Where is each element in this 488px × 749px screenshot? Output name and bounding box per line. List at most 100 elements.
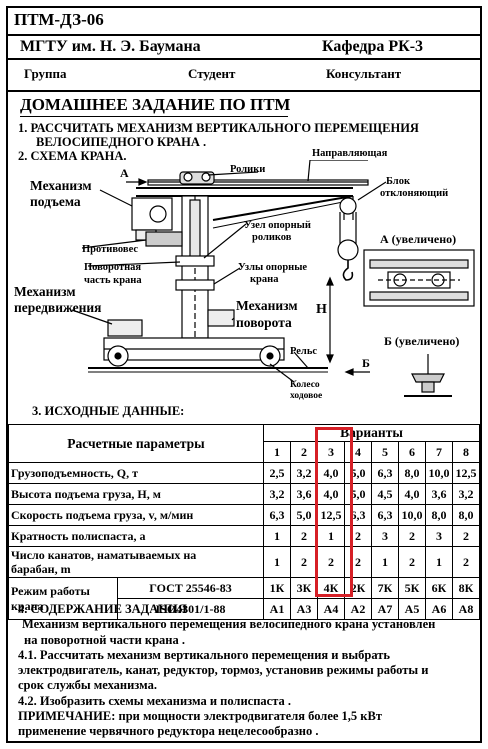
- cell-value: 8,0: [452, 504, 480, 526]
- cell-value: 2: [452, 546, 480, 578]
- cell-value: 2: [290, 546, 318, 578]
- title-underline: [20, 116, 288, 117]
- note-text: применение червячного редуктора нецелесо…: [18, 724, 319, 739]
- section-4-text: электродвигатель, канат, редуктор, тормо…: [18, 663, 429, 678]
- travel-mechanism-label: Механизм: [14, 284, 76, 299]
- section-4-text: Механизм вертикального перемещения велос…: [22, 617, 436, 632]
- cell-value: А8: [452, 598, 480, 620]
- variant-number: 6: [398, 441, 426, 463]
- view-a-label: А (увеличено): [380, 232, 457, 246]
- table-row: Грузоподъемность, Q, т 2,5 3,2 4,0 5,0 6…: [8, 462, 480, 484]
- cell-value: 6,3: [371, 462, 399, 484]
- cell-value: 5К: [398, 577, 426, 599]
- cell-value: 10,0: [425, 462, 453, 484]
- guide-label: Направляющая: [312, 148, 388, 159]
- rotation-mechanism-label-2: поворота: [236, 315, 292, 330]
- cell-value: 6,3: [371, 504, 399, 526]
- section-4-text: 4.2. Изобразить схемы механизма и полисп…: [18, 693, 291, 708]
- group-label: Группа: [24, 66, 67, 81]
- mode-label-1: Режим работы: [11, 583, 90, 598]
- cell-value: 6К: [425, 577, 453, 599]
- rollers-label: Ролики: [230, 164, 266, 175]
- section-4-text: срок службы механизма.: [18, 678, 157, 693]
- rail-label: Рельс: [290, 346, 318, 357]
- cell-value: А6: [425, 598, 453, 620]
- cell-value: 1: [425, 546, 453, 578]
- cell-value: 3,6: [425, 483, 453, 505]
- student-label: Студент: [188, 66, 236, 81]
- wheel-label: Колесо: [290, 380, 320, 390]
- note-text: ПРИМЕЧАНИЕ: при мощности электродвигател…: [18, 709, 382, 724]
- cell-value: 2,5: [263, 462, 291, 484]
- table-header-row: Расчетные параметры Варианты: [8, 424, 480, 463]
- row-label: Число канатов, наматываемых на: [11, 548, 197, 562]
- cell-value: А2: [344, 598, 372, 620]
- cell-value: 2: [452, 525, 480, 547]
- support-node-label: Узел опорный: [244, 220, 311, 231]
- document-code: ПТМ-ДЗ-06: [14, 10, 104, 29]
- row-label: Грузоподъемность, Q, т: [8, 462, 264, 484]
- cell-value: 8,0: [425, 504, 453, 526]
- cell-value: А7: [371, 598, 399, 620]
- support-nodes-label-2: крана: [250, 274, 279, 285]
- variant-4-highlight: [315, 427, 353, 597]
- university-name: МГТУ им. Н. Э. Баумана: [20, 38, 201, 55]
- cell-value: 6,3: [263, 504, 291, 526]
- cell-value: 2: [290, 525, 318, 547]
- cell-value: 12,5: [317, 504, 345, 526]
- task-item-1-cont: ВЕЛОСИПЕДНОГО КРАНА .: [36, 135, 207, 149]
- variant-number: 5: [371, 441, 399, 463]
- section-4-text: на поворотной части крана .: [24, 632, 186, 647]
- cell-value: 3,6: [290, 483, 318, 505]
- cell-value: 3,2: [452, 483, 480, 505]
- cell-value: 2: [317, 546, 345, 578]
- wheel-label-2: ходовое: [290, 391, 323, 401]
- arrow-b-label: Б: [362, 356, 370, 370]
- table-row: Кратность полиспаста, а 1 2 1 2 3 2 3 2: [8, 525, 480, 547]
- row-label: Кратность полиспаста, а: [8, 525, 264, 547]
- variant-number: 7: [425, 441, 453, 463]
- cell-value: 3,2: [263, 483, 291, 505]
- variants-header: Варианты: [263, 424, 480, 442]
- consultant-label: Консультант: [326, 66, 402, 81]
- divider: [6, 90, 482, 92]
- divider: [6, 58, 482, 60]
- row-label: Высота подъема груза, Н, м: [8, 483, 264, 505]
- cell-value: 1: [263, 525, 291, 547]
- cell-value: 4,5: [371, 483, 399, 505]
- task-item-2: 2. СХЕМА КРАНА.: [18, 149, 127, 163]
- cell-value: 1: [371, 546, 399, 578]
- crane-diagram: [71, 160, 475, 397]
- cell-value: 3,2: [290, 462, 318, 484]
- hoist-mechanism-label: Механизм: [30, 178, 92, 193]
- gost-label: ГОСТ 25546-83: [117, 577, 264, 599]
- cell-value: 5,0: [290, 504, 318, 526]
- params-header: Расчетные параметры: [8, 424, 264, 463]
- cell-value: А5: [398, 598, 426, 620]
- parameters-table: Расчетные параметры Варианты 1 2 3 4 5 6…: [8, 424, 480, 620]
- cell-value: А4: [317, 598, 345, 620]
- cell-value: 3: [371, 525, 399, 547]
- hoist-mechanism-label-2: подъема: [30, 194, 81, 209]
- cell-value: 10,0: [398, 504, 426, 526]
- cell-value: 4,0: [398, 483, 426, 505]
- section-4: 4. СОДЕРЖАНИЕ ЗАДАНИЯ Механизм вертикаль…: [18, 602, 478, 740]
- divider: [6, 34, 482, 36]
- cell-value: 2: [398, 546, 426, 578]
- variant-number: 1: [263, 441, 291, 463]
- task-item-1: 1. РАССЧИТАТЬ МЕХАНИЗМ ВЕРТИКАЛЬНОГО ПЕР…: [18, 121, 419, 135]
- height-label: H: [316, 302, 327, 317]
- cell-value: 1: [263, 546, 291, 578]
- row-label: барабан, m: [11, 562, 71, 576]
- support-node-label-2: роликов: [252, 232, 292, 243]
- section-3-title: 3. ИСХОДНЫЕ ДАННЫЕ:: [32, 404, 185, 418]
- cell-value: 3К: [290, 577, 318, 599]
- mode-label-2: крана: [11, 598, 44, 613]
- table-row: Скорость подъема груза, v, м/мин 6,3 5,0…: [8, 504, 480, 526]
- arrow-a-label: А: [120, 166, 129, 180]
- section-4-text: 4.1. Рассчитать механизм вертикального п…: [18, 647, 391, 662]
